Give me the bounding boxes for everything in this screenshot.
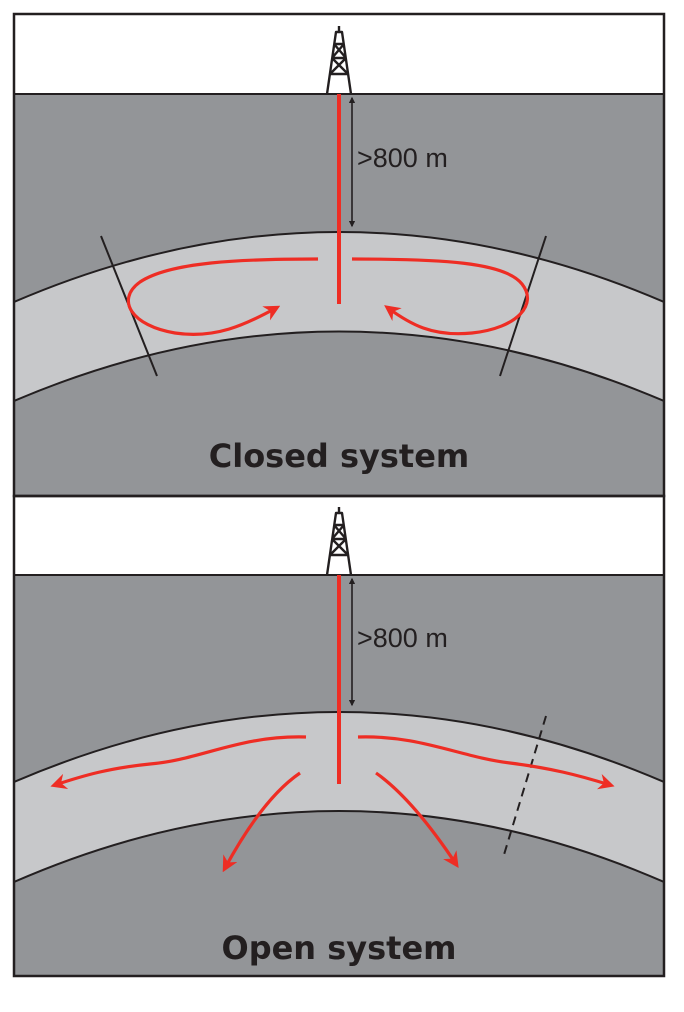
- flow-arrow-down-left: [222, 771, 301, 873]
- reservoir-layer: [14, 712, 664, 882]
- open-fault-dashed: [502, 715, 547, 859]
- closed-system-panel: >800 m Closed system: [14, 14, 664, 496]
- panel-caption: Open system: [221, 929, 456, 967]
- sealing-fault-right: [499, 235, 547, 377]
- open-system-panel: >800 m Open system: [14, 496, 664, 976]
- flow-arrow-right-loop: [351, 257, 529, 336]
- reservoir-bottom-boundary: [14, 330, 664, 402]
- flow-arrow-left-loop: [126, 257, 319, 336]
- flow-arrow-far-right: [357, 735, 615, 790]
- depth-label: >800 m: [357, 623, 448, 653]
- flow-arrow-down-right: [375, 771, 459, 868]
- depth-label: >800 m: [357, 143, 448, 173]
- reservoir-layer: [14, 232, 664, 401]
- flow-arrow-far-left: [50, 735, 307, 790]
- panel-caption: Closed system: [209, 437, 470, 475]
- co2-flow-arrows: [126, 257, 529, 336]
- open-panel-frame: [12, 494, 666, 978]
- reservoir-bottom-boundary: [14, 810, 664, 883]
- co2-flow-arrows: [50, 735, 615, 873]
